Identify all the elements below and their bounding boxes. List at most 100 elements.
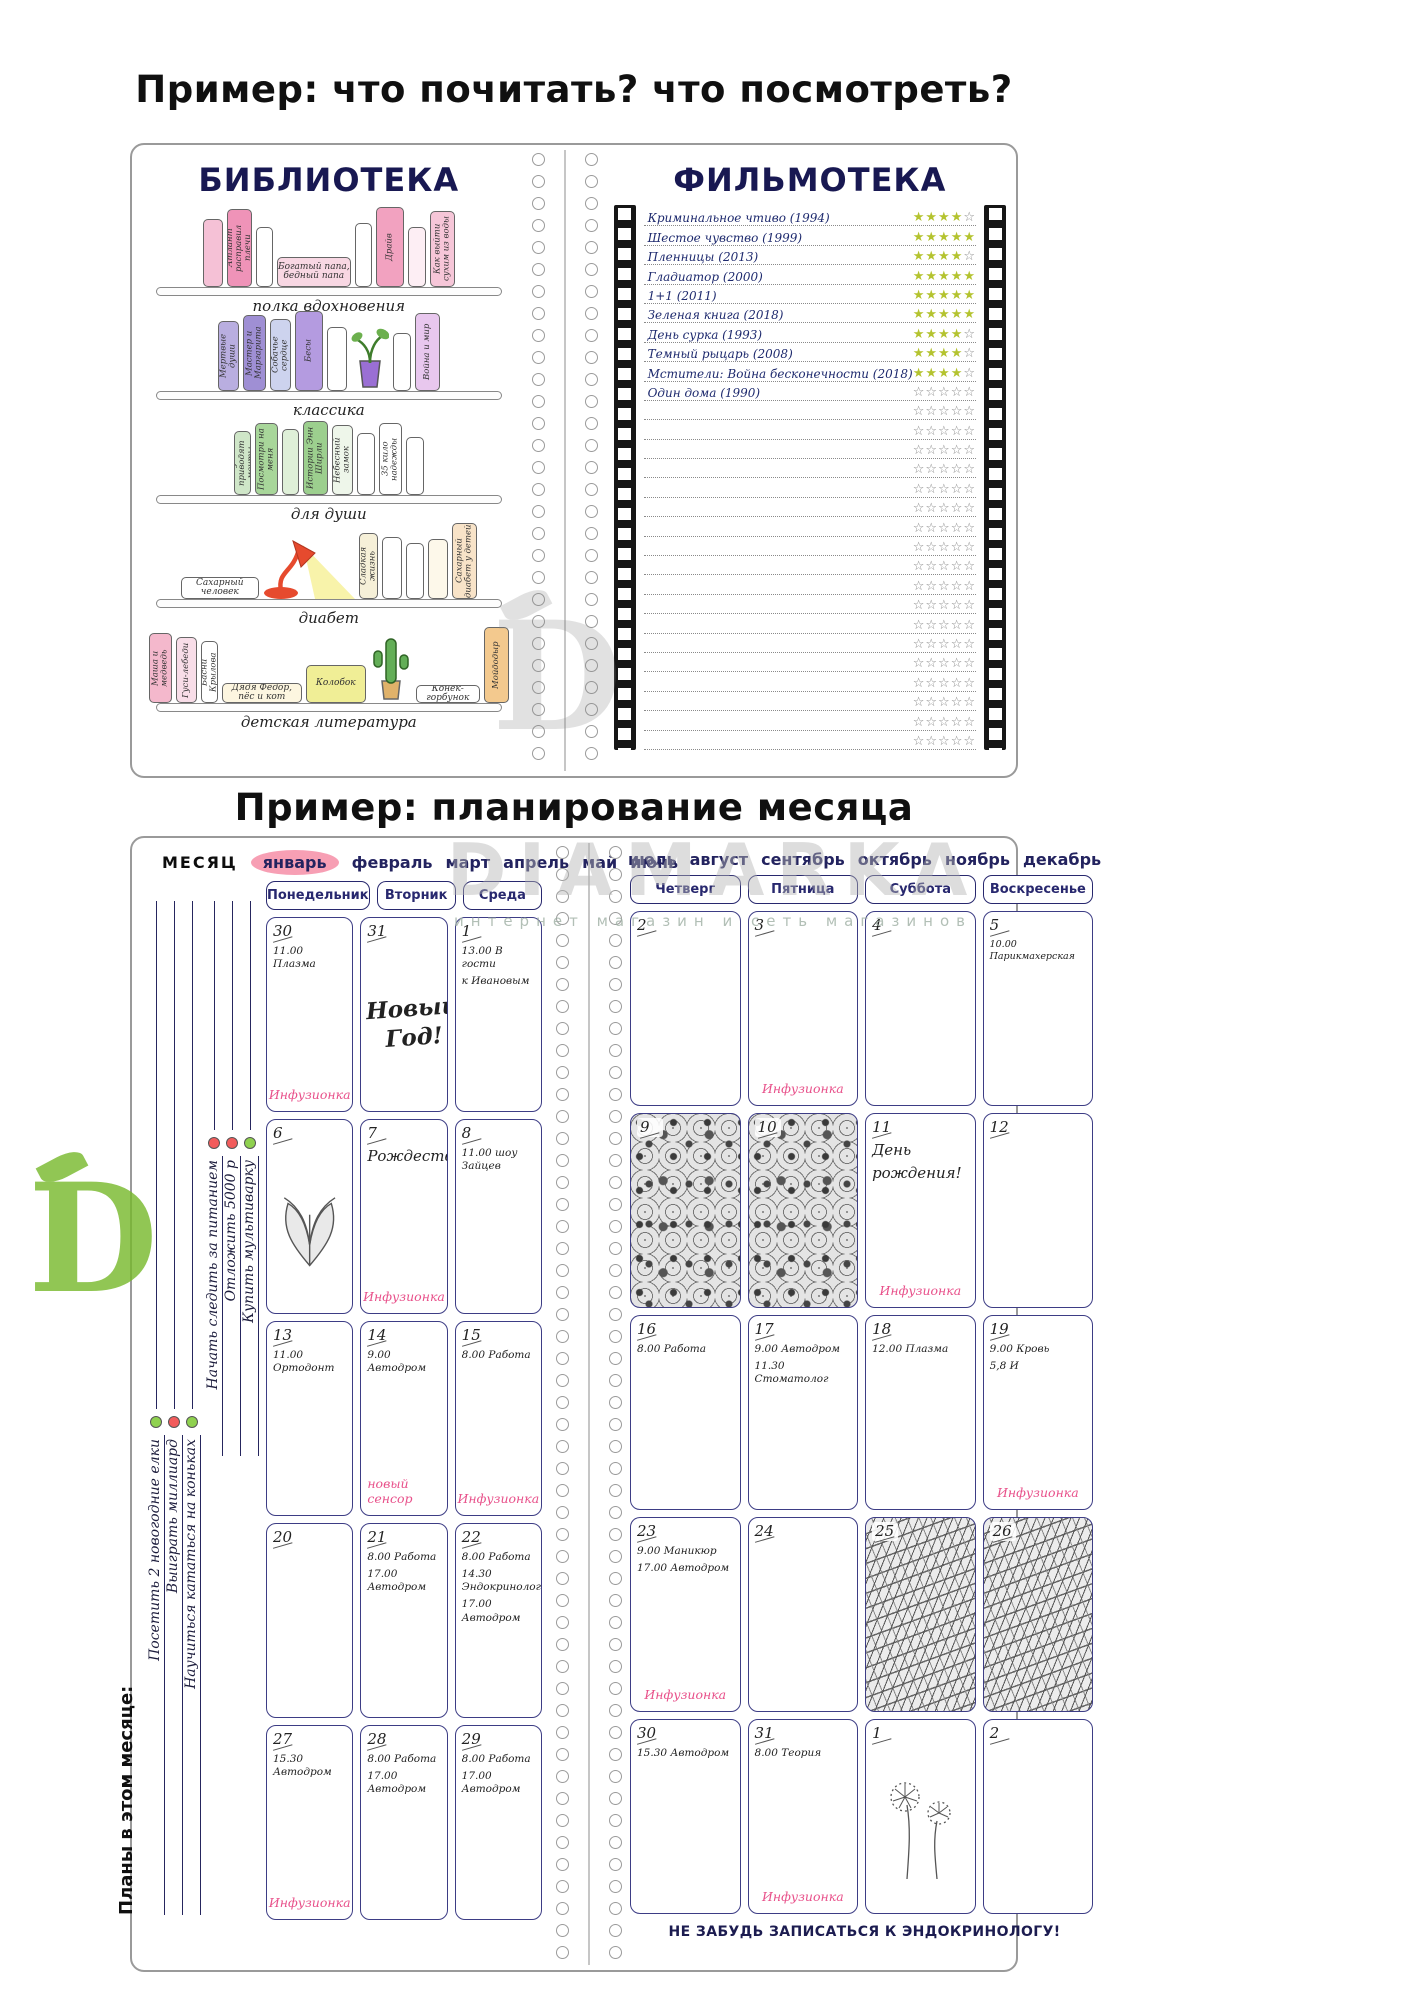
book: Колобок bbox=[305, 665, 366, 703]
star-rating: ☆☆☆☆☆ bbox=[913, 657, 976, 671]
star-rating: ☆☆☆☆☆ bbox=[913, 735, 976, 749]
entry-line: 8.00 Работа bbox=[367, 1551, 437, 1563]
binding-hole bbox=[609, 1198, 622, 1211]
star-empty-icon: ☆ bbox=[912, 501, 926, 517]
entry-line: 17.00 Автодром bbox=[461, 1770, 521, 1796]
movie-row-empty: ☆☆☆☆☆ bbox=[643, 537, 976, 557]
star-filled-icon: ★ bbox=[938, 346, 951, 362]
day-number: 25 bbox=[872, 1522, 899, 1541]
book-blank bbox=[202, 219, 223, 287]
book-blank bbox=[354, 223, 372, 287]
shelf-label: полка вдохновения bbox=[252, 297, 406, 315]
star-empty-icon: ☆ bbox=[963, 540, 976, 556]
binding-hole bbox=[609, 1374, 622, 1387]
binding-hole bbox=[609, 1726, 622, 1739]
binding-hole bbox=[584, 351, 598, 364]
star-filled-icon: ★ bbox=[950, 365, 964, 381]
binding-hole bbox=[531, 703, 545, 716]
star-filled-icon: ★ bbox=[950, 326, 964, 342]
star-empty-icon: ☆ bbox=[963, 249, 976, 265]
book-blank bbox=[405, 437, 424, 495]
month-selected: январь bbox=[250, 850, 339, 875]
star-empty-icon: ☆ bbox=[912, 714, 926, 730]
star-empty-icon: ☆ bbox=[925, 462, 939, 478]
binding-hole bbox=[556, 1572, 569, 1585]
star-filled-icon: ★ bbox=[912, 210, 926, 226]
calendar-day-cell: 7РождествоИнфузионка bbox=[360, 1119, 448, 1314]
binding-hole bbox=[584, 505, 598, 518]
plan-rule-line bbox=[191, 901, 193, 1409]
day-number: 9 bbox=[637, 1118, 663, 1137]
star-empty-icon: ☆ bbox=[938, 559, 951, 575]
star-rating: ☆☆☆☆☆ bbox=[913, 386, 976, 400]
star-empty-icon: ☆ bbox=[912, 656, 926, 672]
movie-title: Темный рыцарь (2008) bbox=[647, 347, 793, 362]
binding-hole bbox=[609, 934, 622, 947]
star-empty-icon: ☆ bbox=[925, 695, 939, 711]
book-title: Богатый папа, бедный папа bbox=[277, 261, 350, 281]
book: Дядя Фёдор, пёс и кот bbox=[221, 683, 302, 703]
star-empty-icon: ☆ bbox=[938, 695, 951, 711]
star-empty-icon: ☆ bbox=[925, 656, 939, 672]
calendar-day-cell: 24 bbox=[747, 1517, 859, 1712]
star-empty-icon: ☆ bbox=[912, 598, 926, 614]
star-empty-icon: ☆ bbox=[925, 714, 939, 730]
binding-hole bbox=[609, 1242, 622, 1255]
star-filled-icon: ★ bbox=[925, 365, 939, 381]
shelf-label: диабет bbox=[298, 609, 359, 627]
binding-hole bbox=[584, 219, 598, 232]
binding-hole bbox=[556, 1836, 569, 1849]
plan-text: Отложить 5000 р bbox=[223, 1156, 241, 1456]
day-header: Пятница bbox=[747, 875, 859, 904]
book-blank bbox=[356, 433, 375, 495]
binding-hole bbox=[556, 1132, 569, 1145]
footer-reminder-note: НЕ ЗАБУДЬ ЗАПИСАТЬСЯ К ЭНДОКРИНОЛОГУ! bbox=[668, 1924, 1061, 1940]
month-name: декабрь bbox=[1022, 850, 1102, 869]
binding-hole bbox=[556, 956, 569, 969]
star-filled-icon: ★ bbox=[925, 210, 939, 226]
binding-hole bbox=[609, 1154, 622, 1167]
entry-line: 10.00 Парикмахерская bbox=[989, 939, 1075, 962]
star-empty-icon: ☆ bbox=[938, 540, 951, 556]
entry-line: рождения! bbox=[872, 1163, 962, 1182]
star-empty-icon: ☆ bbox=[925, 481, 939, 497]
entry-line: 5,8 И bbox=[989, 1360, 1019, 1373]
book: Маша и медведь bbox=[148, 633, 172, 703]
logo-leaf-icon bbox=[35, 1146, 89, 1188]
binding-hole bbox=[609, 912, 622, 925]
binding-hole bbox=[556, 1000, 569, 1013]
binding-hole bbox=[556, 1792, 569, 1805]
star-filled-icon: ★ bbox=[963, 287, 976, 303]
movie-row: Криминальное чтиво (1994)★★★★☆ bbox=[643, 207, 976, 227]
star-filled-icon: ★ bbox=[938, 210, 951, 226]
book: Гуси-лебеди bbox=[175, 637, 197, 703]
entry-line: 15.30 Автодром bbox=[637, 1747, 730, 1759]
entry-line: 8.00 Работа bbox=[637, 1343, 706, 1355]
star-empty-icon: ☆ bbox=[963, 210, 976, 226]
binding-hole bbox=[609, 1176, 622, 1189]
book: Богатый папа, бедный папа bbox=[276, 257, 351, 287]
binding-hole bbox=[609, 1594, 622, 1607]
binding-hole bbox=[584, 637, 598, 650]
shelf-board bbox=[155, 391, 502, 400]
binding-hole bbox=[584, 747, 598, 760]
star-empty-icon: ☆ bbox=[925, 540, 939, 556]
spiral-binding bbox=[550, 838, 628, 1970]
binding-hole bbox=[556, 1880, 569, 1893]
star-filled-icon: ★ bbox=[912, 307, 926, 323]
star-empty-icon: ☆ bbox=[938, 636, 951, 652]
star-filled-icon: ★ bbox=[938, 307, 951, 323]
binding-hole bbox=[556, 1352, 569, 1365]
movie-title: Шестое чувство (1999) bbox=[647, 230, 803, 245]
star-empty-icon: ☆ bbox=[925, 578, 939, 594]
binding-hole bbox=[584, 373, 598, 386]
star-empty-icon: ☆ bbox=[912, 462, 926, 478]
movie-title: Пленницы (2013) bbox=[647, 250, 759, 265]
